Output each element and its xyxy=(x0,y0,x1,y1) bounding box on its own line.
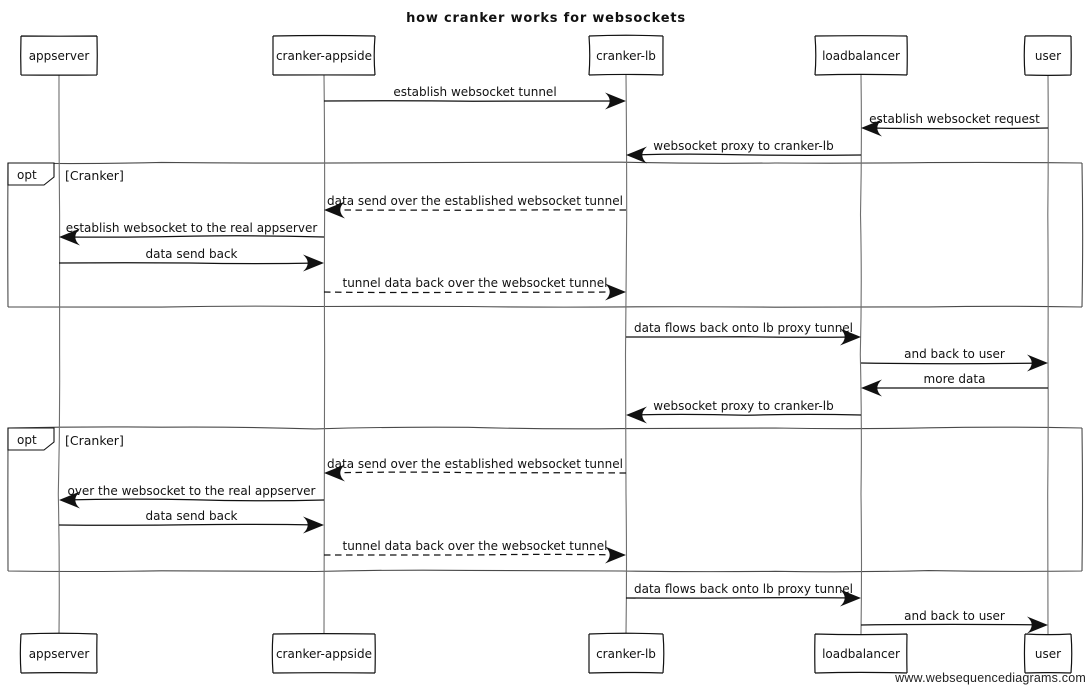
message-line-16 xyxy=(625,596,858,599)
actor-label-top-loadbalancer: loadbalancer xyxy=(822,49,900,63)
actor-box-bottom-cranker-lb xyxy=(588,632,665,674)
actor-box-top-loadbalancer xyxy=(814,35,908,76)
actor-box-top-appserver xyxy=(20,35,98,76)
actor-label-bottom-user: user xyxy=(1035,647,1061,661)
message-line-1 xyxy=(323,100,623,102)
actor-box-bottom-appserver xyxy=(19,632,98,674)
actor-label-bottom-loadbalancer: loadbalancer xyxy=(822,647,900,661)
message-arrowhead-15 xyxy=(605,546,626,564)
message-line-2 xyxy=(864,127,1049,130)
fragment-condition-label-2: [Cranker] xyxy=(65,433,124,448)
message-arrowhead-1 xyxy=(605,92,626,110)
message-label-7: tunnel data back over the websocket tunn… xyxy=(343,276,608,290)
message-line-15 xyxy=(324,553,623,556)
actor-label-top-appserver: appserver xyxy=(29,49,90,63)
message-line-7 xyxy=(323,291,623,294)
message-label-9: and back to user xyxy=(904,347,1005,361)
message-arrowhead-10 xyxy=(861,379,882,397)
message-arrowhead-3 xyxy=(626,146,647,164)
message-line-3 xyxy=(629,153,862,156)
message-arrowhead-12 xyxy=(324,464,345,482)
message-arrowhead-13 xyxy=(59,491,80,509)
message-label-10: more data xyxy=(924,372,986,386)
fragment-operator-tab-2 xyxy=(7,427,55,451)
message-line-6 xyxy=(58,262,321,265)
message-arrowhead-2 xyxy=(861,119,882,137)
message-line-12 xyxy=(327,471,627,474)
message-label-16: data flows back onto lb proxy tunnel xyxy=(634,582,853,596)
message-label-6: data send back xyxy=(145,247,237,261)
actor-box-bottom-loadbalancer xyxy=(814,633,908,674)
message-line-13 xyxy=(62,498,325,502)
message-arrowhead-17 xyxy=(1027,616,1048,634)
actor-label-bottom-cranker-appside: cranker-appside xyxy=(276,647,372,661)
fragments-layer: opt [Cranker] opt [Cranker] xyxy=(7,161,1084,573)
message-label-13: over the websocket to the real appserver xyxy=(67,484,315,498)
fragment-operator-tab-1 xyxy=(7,162,55,186)
message-label-12: data send over the established websocket… xyxy=(327,457,623,471)
message-label-15: tunnel data back over the websocket tunn… xyxy=(343,539,608,553)
message-line-5 xyxy=(62,235,325,238)
message-label-3: websocket proxy to cranker-lb xyxy=(653,139,833,153)
message-label-4: data send over the established websocket… xyxy=(327,194,623,208)
lifeline-loadbalancer xyxy=(859,74,863,635)
actor-label-top-cranker-appside: cranker-appside xyxy=(276,49,372,63)
message-label-11: websocket proxy to cranker-lb xyxy=(653,399,833,413)
actor-label-bottom-cranker-lb: cranker-lb xyxy=(596,647,656,661)
message-label-17: and back to user xyxy=(904,609,1005,623)
lifeline-cranker-appside xyxy=(323,74,326,635)
message-arrowhead-9 xyxy=(1027,354,1048,372)
lifeline-cranker-lb xyxy=(624,74,628,635)
lifeline-user xyxy=(1047,74,1049,635)
actor-box-top-cranker-appside xyxy=(272,34,376,76)
actor-box-top-cranker-lb xyxy=(588,34,664,76)
message-line-8 xyxy=(625,336,858,338)
actor-label-top-user: user xyxy=(1035,49,1061,63)
watermark-link[interactable]: www.websequencediagrams.com xyxy=(894,671,1086,685)
actor-box-top-user xyxy=(1023,35,1072,76)
message-arrowhead-11 xyxy=(626,406,647,424)
message-arrowhead-8 xyxy=(840,328,861,346)
message-arrowhead-14 xyxy=(303,516,324,534)
message-arrowhead-5 xyxy=(59,228,80,246)
message-arrowhead-4 xyxy=(324,201,345,219)
fragment-frame-1 xyxy=(7,161,1084,308)
message-label-8: data flows back onto lb proxy tunnel xyxy=(634,321,853,335)
lifelines-layer xyxy=(57,74,1049,635)
message-arrowhead-7 xyxy=(605,283,626,301)
message-label-14: data send back xyxy=(145,509,237,523)
actor-label-top-cranker-lb: cranker-lb xyxy=(596,49,656,63)
message-line-11 xyxy=(629,413,862,416)
message-line-14 xyxy=(58,523,321,526)
actor-box-bottom-user xyxy=(1023,633,1073,674)
message-label-5: establish websocket to the real appserve… xyxy=(66,221,318,235)
actor-label-bottom-appserver: appserver xyxy=(29,647,90,661)
message-label-2: establish websocket request xyxy=(869,112,1040,126)
fragment-operator-label-2: opt xyxy=(17,433,37,447)
fragment-condition-label-1: [Cranker] xyxy=(65,168,124,183)
fragment-operator-label-1: opt xyxy=(17,168,37,182)
actor-box-bottom-cranker-appside xyxy=(271,633,376,674)
actors-layer: appserver cranker-appside cranker-lb loadba… xyxy=(19,34,1073,674)
lifeline-appserver xyxy=(57,74,61,635)
message-line-17 xyxy=(860,623,1045,626)
fragment-frame-2 xyxy=(7,426,1084,573)
message-arrowhead-16 xyxy=(840,589,861,607)
message-line-9 xyxy=(860,362,1045,365)
diagram-title: how cranker works for websockets xyxy=(406,11,686,26)
message-arrowhead-6 xyxy=(303,254,324,272)
message-label-1: establish websocket tunnel xyxy=(393,85,556,99)
messages-layer: establish websocket tunnel establish webs… xyxy=(58,85,1049,634)
